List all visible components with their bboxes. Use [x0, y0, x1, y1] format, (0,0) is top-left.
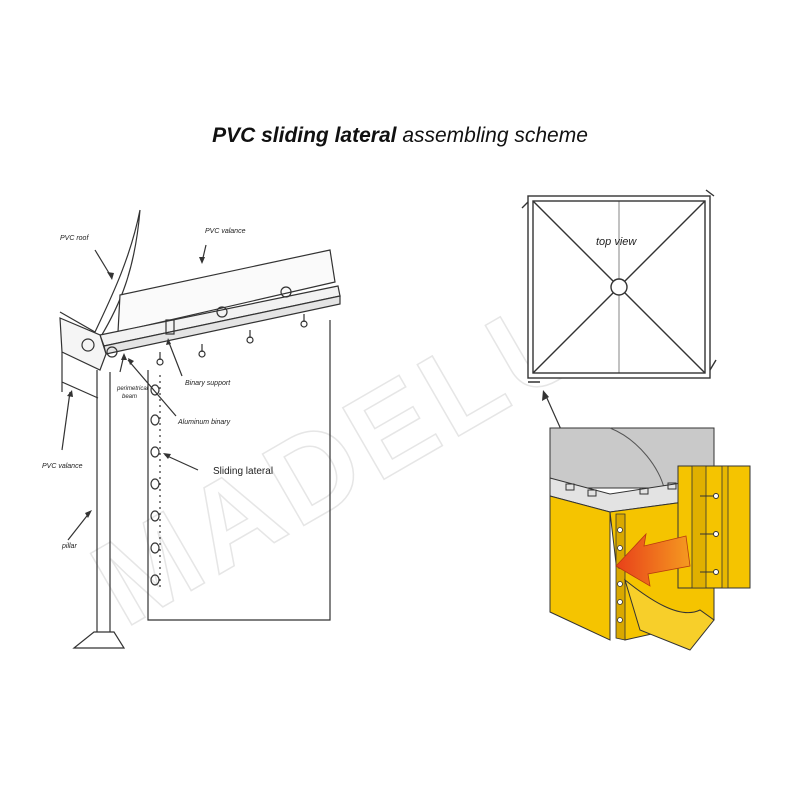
binary-support-hooks: [156, 314, 308, 366]
top-view-pointer-head: [542, 390, 549, 401]
title-regular: assembling scheme: [402, 124, 588, 147]
label-perimetrical-1: perimetrical: [116, 386, 149, 392]
label-pvc-valance-top: PVC valance: [205, 228, 246, 235]
sliding-lateral-panel: [147, 320, 331, 621]
pvc-roof-shape: [59, 209, 141, 339]
diagram-title: PVC sliding lateral assembling scheme: [0, 124, 800, 148]
label-aluminum-binary: Aluminum binary: [177, 419, 231, 426]
label-top-view: top view: [596, 236, 637, 248]
corner-detail: [549, 427, 751, 651]
pillar-shape: [96, 370, 111, 632]
valance-panel: [117, 249, 336, 333]
title-bold: PVC sliding lateral: [212, 124, 397, 147]
tent-scheme: [59, 209, 341, 649]
label-pvc-valance-side: PVC valance: [42, 463, 83, 470]
insert-arrow: [615, 532, 691, 587]
pillar-foot: [72, 631, 126, 649]
label-pillar: pillar: [61, 543, 77, 550]
label-perimetrical-2: beam: [122, 394, 137, 400]
binary-hooks-zoom: [700, 493, 719, 575]
label-pvc-roof: PVC roof: [60, 235, 89, 242]
sliding-lateral-eyelets: [150, 384, 160, 586]
leader-arrowheads: [67, 257, 205, 518]
top-view-diagram: [521, 189, 717, 383]
corner-joint: [59, 317, 107, 371]
label-binary-support: Binary support: [185, 380, 231, 387]
label-sliding-lateral: Sliding lateral: [213, 466, 273, 477]
